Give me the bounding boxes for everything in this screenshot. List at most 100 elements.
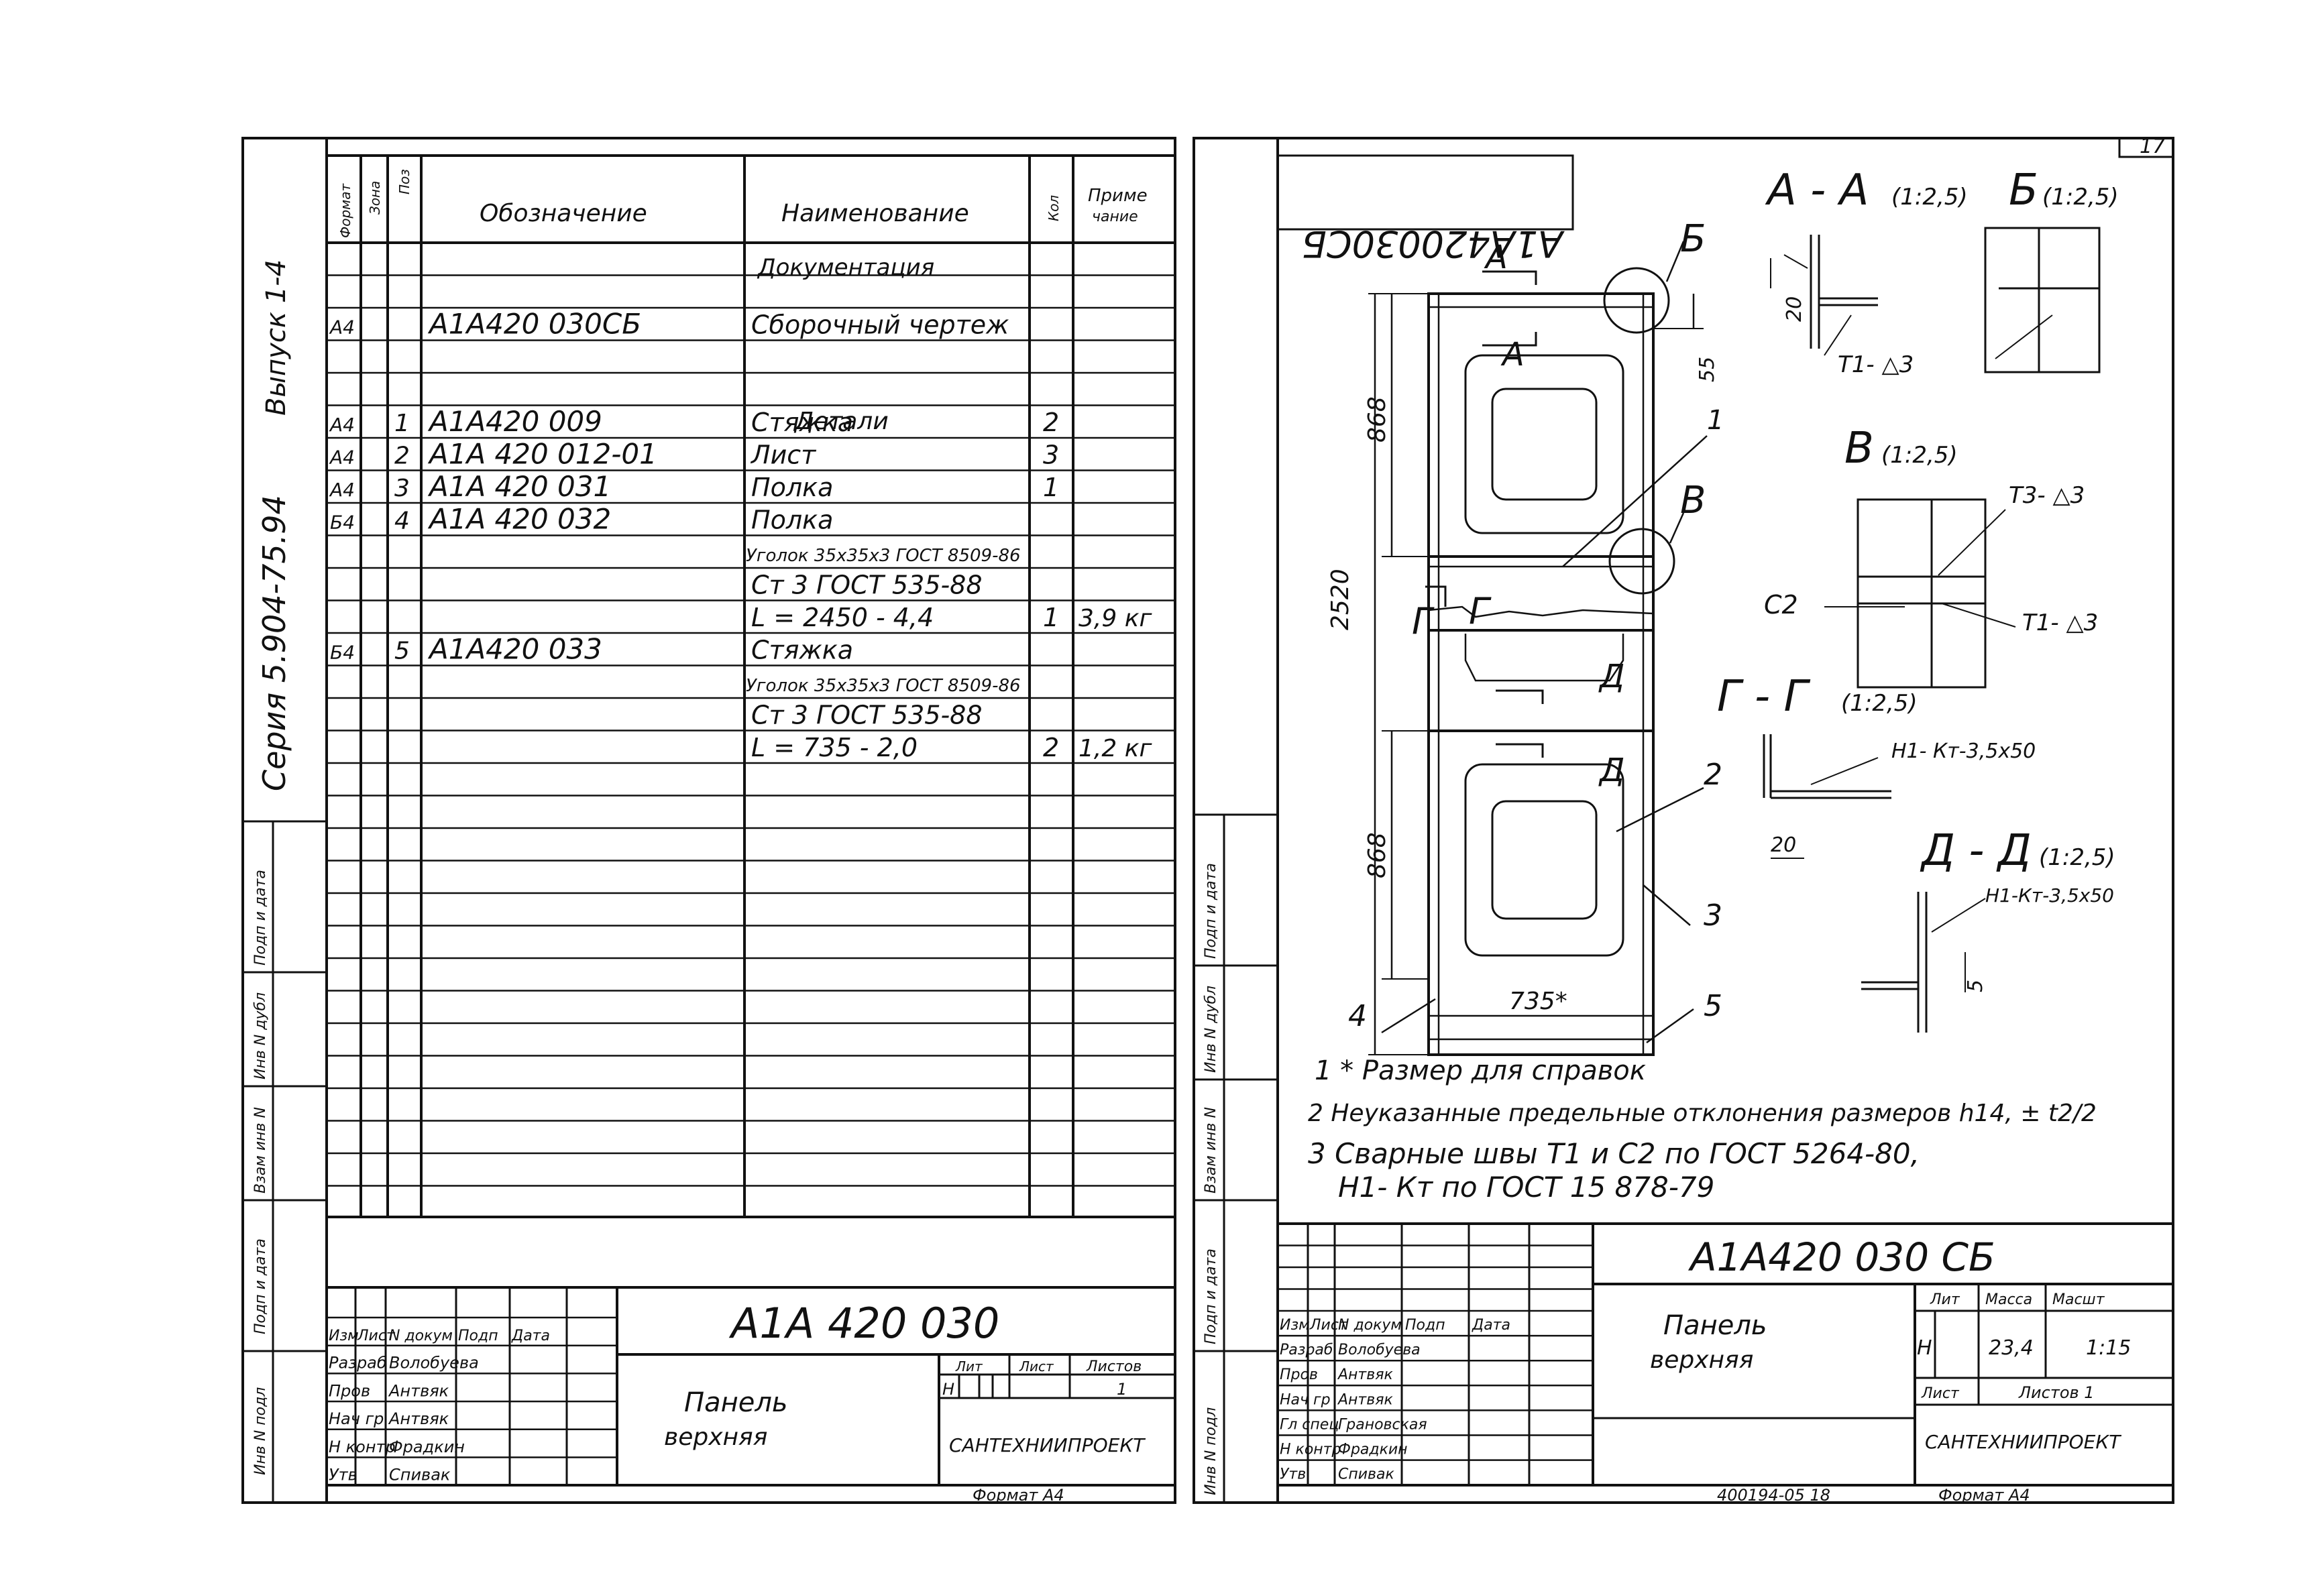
spec-format: Б4 <box>330 642 355 664</box>
dim-lower-height: 868 <box>1364 832 1391 878</box>
spec-format: Б4 <box>330 512 355 534</box>
spec-pos: 4 <box>394 508 410 535</box>
left-staff-name: Антвяк <box>388 1381 449 1400</box>
left-box-2: Подп и дата <box>252 1238 269 1334</box>
right-staff-role: Утв <box>1280 1466 1306 1483</box>
hdr-designation: Обозначение <box>480 200 647 227</box>
spec-name: L = 2450 - 4,4 <box>751 603 934 632</box>
right-box-3: Взам инв N <box>1203 1107 1219 1193</box>
spec-name: Ст 3 ГОСТ 535-88 <box>751 571 983 600</box>
note-1: 1 * Размер для справок <box>1315 1055 1646 1086</box>
right-col-header: Подп <box>1405 1317 1445 1334</box>
dim-gg: 20 <box>1771 833 1796 857</box>
right-staff-role: Н контр <box>1280 1442 1341 1458</box>
assembly-drawing <box>1368 241 1708 1056</box>
left-sheet-lbl: Лист <box>1019 1358 1054 1375</box>
left-col-header: N докум <box>389 1328 453 1344</box>
left-sheets-lbl: Листов <box>1086 1358 1142 1375</box>
right-staff-name: Фрадкин <box>1338 1442 1408 1458</box>
spec-name: Ст 3 ГОСТ 535-88 <box>751 701 983 730</box>
leader-5: 5 <box>1704 989 1722 1023</box>
label-v: В <box>1844 424 1874 473</box>
callout-v: В <box>1680 479 1706 522</box>
spec-name: Сборочный чертеж <box>751 310 1009 340</box>
spec-format: А4 <box>329 447 355 469</box>
right-code: А1А420 030 СБ <box>1687 1234 1995 1280</box>
dim-dd: 5 <box>1964 980 1987 992</box>
note-2: 2 Неуказанные предельные отклонения разм… <box>1308 1100 2097 1127</box>
spec-name: L = 735 - 2,0 <box>751 733 918 762</box>
spec-pos: 2 <box>394 443 410 470</box>
right-col-header: Изм <box>1280 1317 1310 1334</box>
note-4: Н1- Кт по ГОСТ 15 878-79 <box>1338 1171 1714 1204</box>
left-staff-role: Утв <box>329 1466 357 1484</box>
leader-4: 4 <box>1348 999 1367 1033</box>
spec-name: Стяжка <box>751 636 853 665</box>
right-mass: Масса <box>1985 1291 2032 1308</box>
spec-designation: А1А 420 032 <box>427 503 611 536</box>
left-sheets-value: 1 <box>1117 1380 1127 1399</box>
right-staff-name: Спивак <box>1338 1466 1394 1483</box>
right-staff-name: Грановская <box>1338 1416 1427 1433</box>
spec-designation: А1А420 009 <box>427 405 602 438</box>
mirrored-code: А1А420030СБ <box>1302 223 1565 265</box>
label-dd: Д - Д <box>1920 826 2032 876</box>
right-scale: Масшт <box>2052 1291 2105 1308</box>
spec-qty: 3 <box>1043 441 1059 470</box>
label-gg-scale: (1:2,5) <box>1841 690 1918 717</box>
left-col-header: Подп <box>458 1328 498 1344</box>
spec-pos: 3 <box>394 475 410 502</box>
label-v-scale: (1:2,5) <box>1881 442 1958 469</box>
weld-t3-v: Т3- △3 <box>2009 482 2085 509</box>
left-box-1: Инв N подл <box>252 1387 269 1475</box>
right-sheets-lbl: Листов 1 <box>2018 1383 2095 1402</box>
leader-2: 2 <box>1704 758 1722 792</box>
cut-g-right: Г <box>1469 590 1492 632</box>
label-aa-scale: (1:2,5) <box>1891 184 1968 211</box>
left-org: САНТЕХНИИПРОЕКТ <box>949 1434 1146 1456</box>
section-documentation: Документация <box>757 254 934 281</box>
spec-qty: 1 <box>1043 473 1059 502</box>
spec-name: Уголок 35х35х3 ГОСТ 8509-86 <box>746 676 1021 696</box>
spec-designation: А1А420 030СБ <box>427 308 641 341</box>
left-col-header: Лист <box>357 1328 396 1344</box>
series-stamp: Серия 5.904-75.94 <box>256 495 292 791</box>
page-number: 17 <box>2140 135 2165 158</box>
spec-format: А4 <box>329 316 355 339</box>
right-format: Формат А4 <box>1938 1486 2030 1505</box>
weld-h1-g: Н1- Кт-3,5х50 <box>1891 740 2036 763</box>
label-b: Б <box>2009 166 2038 215</box>
hdr-format: Формат <box>337 183 353 238</box>
left-staff-name: Волобуева <box>389 1354 479 1373</box>
weld-c2-v: С2 <box>1764 590 1798 620</box>
right-staff-name: Антвяк <box>1337 1391 1393 1408</box>
right-box-2: Инв N дубл <box>1203 986 1219 1073</box>
right-scale-value: 1:15 <box>2086 1336 2131 1360</box>
right-lit: Лит <box>1930 1291 1960 1308</box>
spec-name: Уголок 35х35х3 ГОСТ 8509-86 <box>746 546 1021 566</box>
left-format: Формат А4 <box>973 1486 1064 1505</box>
spec-pos: 1 <box>394 410 410 437</box>
note-3: 3 Сварные швы Т1 и С2 по ГОСТ 5264-80, <box>1308 1137 1920 1170</box>
left-staff-name: Фрадкин <box>389 1438 465 1456</box>
left-box-3: Взам инв N <box>252 1107 269 1193</box>
right-col-header: N докум <box>1338 1317 1402 1334</box>
spec-name: Лист <box>750 441 817 470</box>
right-staff-role: Гл спец <box>1280 1416 1339 1433</box>
label-aa: А - А <box>1765 166 1869 215</box>
spec-note: 1,2 кг <box>1078 735 1152 762</box>
right-staff-name: Волобуева <box>1338 1342 1421 1358</box>
dim-width: 735* <box>1509 988 1567 1015</box>
right-box-5: Инв N подл <box>1203 1407 1219 1495</box>
spec-name: Стяжка <box>751 408 853 437</box>
spec-qty: 2 <box>1043 408 1059 437</box>
left-staff-role: Нач гр <box>329 1409 384 1428</box>
right-box-1: Подп и дата <box>1203 863 1219 959</box>
left-code: А1А 420 030 <box>728 1299 999 1348</box>
right-col-header: Лист <box>1309 1317 1348 1334</box>
callout-b: Б <box>1680 217 1706 261</box>
dim-top-offset: 55 <box>1696 357 1719 382</box>
cut-d-top: Д <box>1598 658 1625 695</box>
hdr-name: Наименование <box>781 200 969 227</box>
label-b-scale: (1:2,5) <box>2042 184 2119 211</box>
